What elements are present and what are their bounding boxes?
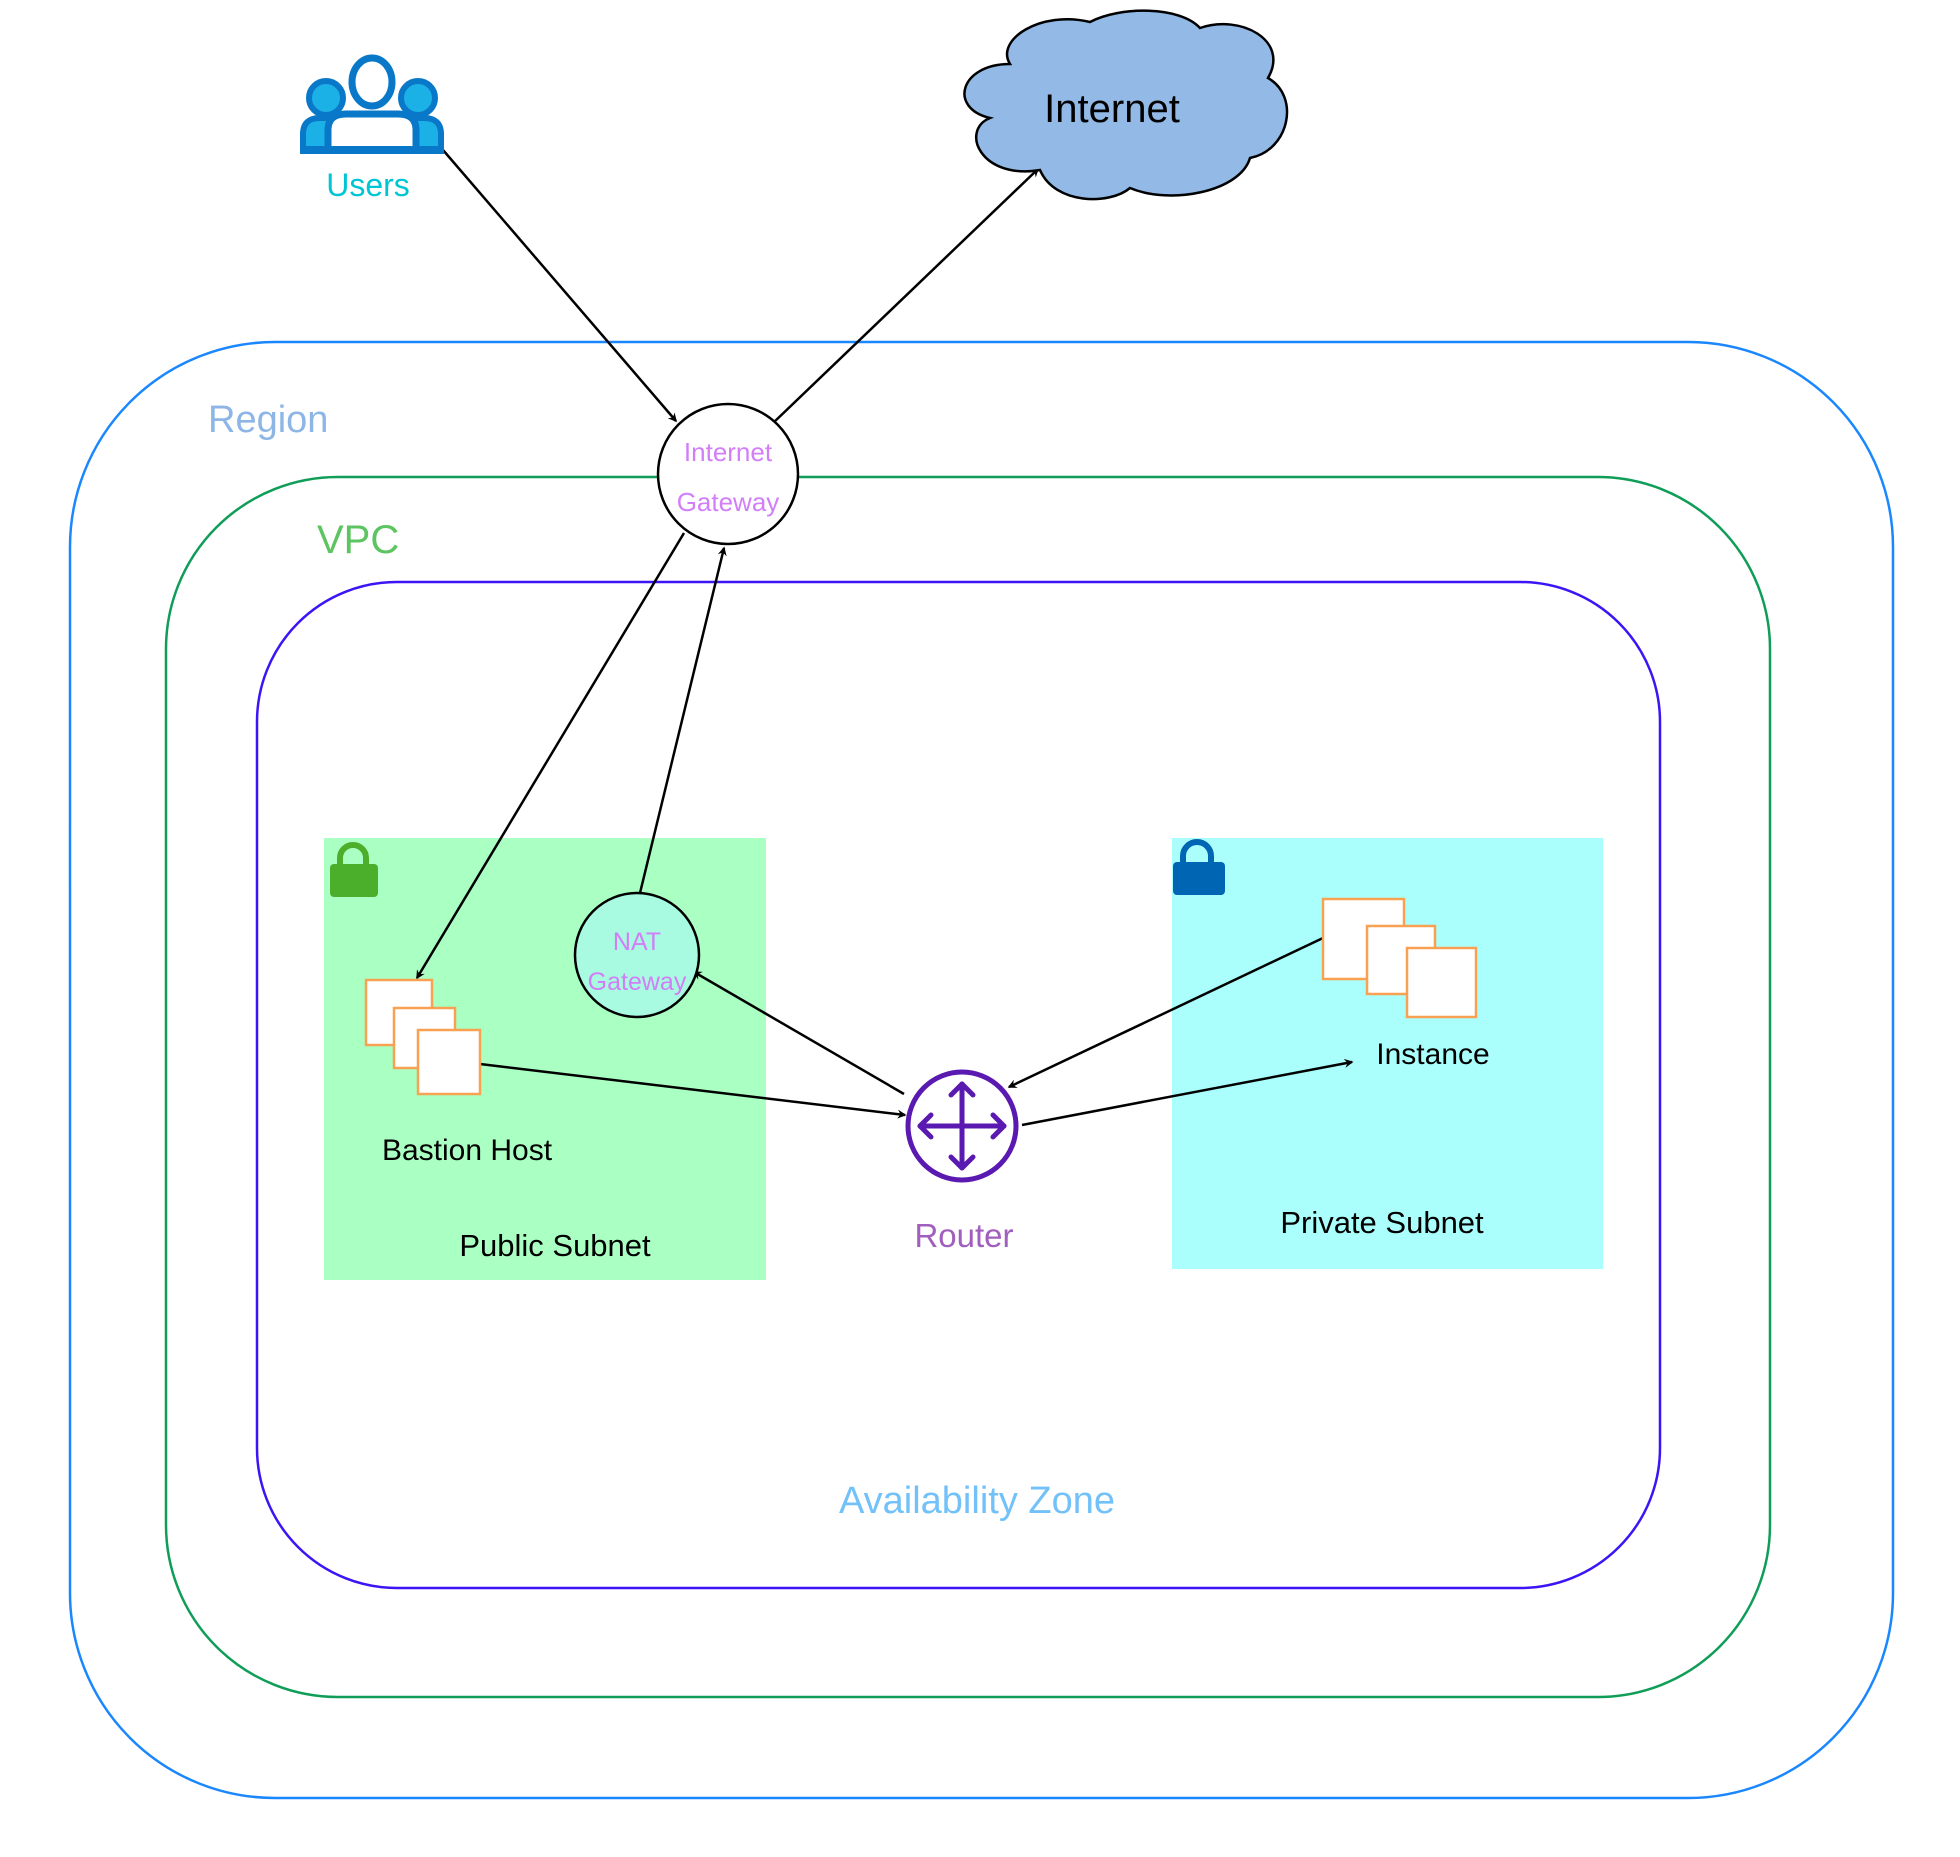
instance-stack-icon [364,978,482,1096]
public-subnet[interactable] [324,838,766,1280]
instance-stack-icon [1321,897,1478,1019]
users-icon[interactable] [300,54,444,154]
public-subnet-label: Public Subnet [459,1228,651,1263]
router[interactable]: Router [905,1069,1019,1254]
availability-zone-label: Availability Zone [839,1480,1115,1522]
internet-label: Internet [1044,87,1180,131]
edge-instance-to-router[interactable] [1007,936,1324,1089]
nat-gateway[interactable]: NAT Gateway [573,891,701,1019]
bastion-host[interactable]: Bastion Host [364,978,553,1167]
bastion-host-label: Bastion Host [382,1134,553,1167]
edges [415,149,1354,1127]
vpc-label: VPC [317,518,399,562]
edge-internet-gateway-to-bastion[interactable] [415,532,686,980]
instance-label: Instance [1376,1038,1489,1071]
edge-bastion-to-router[interactable] [479,1062,907,1119]
router-label: Router [914,1217,1013,1254]
internet-gateway[interactable]: Internet Gateway [656,402,800,546]
internet-gateway-label-line2: Gateway [677,487,780,517]
instance[interactable]: Instance [1321,897,1490,1071]
private-subnet-label: Private Subnet [1280,1205,1484,1240]
edge-users-to-internet-gateway[interactable] [442,149,677,423]
vpc-container[interactable] [164,475,1772,1699]
nat-gateway-label-line2: Gateway [588,968,687,996]
router-arrows-icon [917,1081,1007,1171]
region-label: Region [208,399,328,441]
edge-router-to-nat[interactable] [692,970,905,1096]
edge-router-to-instance[interactable] [1021,1058,1354,1127]
lock-icon [1173,839,1225,895]
internet-gateway-label-line1: Internet [684,437,773,467]
users-label: Users [326,167,410,203]
edge-internet-gateway-to-internet[interactable] [771,167,1040,425]
lock-icon [330,842,378,897]
cloud-icon [963,9,1289,201]
internet-cloud[interactable]: Internet [963,9,1289,201]
availability-zone-container[interactable] [255,580,1662,1590]
region-container[interactable] [68,340,1895,1800]
edge-nat-to-internet-gateway[interactable] [638,546,727,894]
nat-gateway-label-line1: NAT [613,928,661,956]
